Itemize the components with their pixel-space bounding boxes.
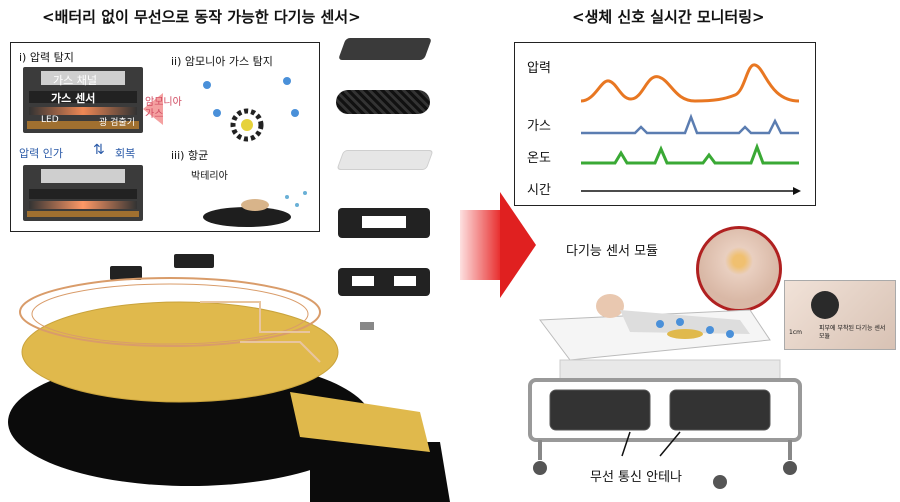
scale-bar-label: 1cm [789, 329, 802, 336]
translucent-layer [336, 150, 434, 170]
arrow-right-icon [500, 192, 536, 298]
ammonia-molecules-graphic [203, 77, 299, 142]
right-title: <생체 신호 실시간 모니터링> [572, 8, 765, 26]
skin-attached-photo: 1cm 피부에 부착된 다기능 센서 모듈 [784, 280, 896, 350]
pressure-signal-label: 압력 [527, 61, 551, 76]
gas-sensor-label: 가스 센서 [51, 92, 96, 105]
signal-monitor-panel: 압력 가스 온도 시간 [514, 42, 816, 206]
pressure-trace [580, 63, 800, 103]
led-label: LED [41, 115, 59, 125]
zoom-cone [143, 93, 163, 125]
bed-antenna-right [669, 389, 771, 431]
cavity-layer [338, 268, 430, 296]
recovery-label: 회복 [115, 147, 136, 160]
antibacterial-graphic [203, 191, 307, 227]
top-grid-layer [337, 38, 433, 60]
chip-left [110, 266, 142, 280]
photodetector-label: 광 검출기 [99, 118, 135, 128]
ammonia-section-label: ii) 암모니아 가스 탐지 [171, 55, 273, 68]
gas-trace [581, 113, 799, 135]
abdomen-zoom-circle [696, 226, 782, 312]
small-component [360, 322, 374, 330]
pressure-apply-label: 압력 인가 [19, 147, 63, 160]
pressure-cross-section-bottom [23, 165, 143, 221]
gas-channel-label: 가스 채널 [53, 74, 97, 87]
sensor-mechanism-panel: i) 압력 탐지 가스 채널 가스 센서 LED 광 검출기 압력 인가 ⇅ 회… [10, 42, 320, 232]
time-axis-label: 시간 [527, 183, 551, 198]
temperature-trace [581, 142, 799, 165]
pressure-cross-section-top: 가스 채널 가스 센서 LED 광 검출기 [23, 67, 143, 133]
module-label: 다기능 센서 모듈 [566, 244, 658, 259]
time-arrow-icon [793, 187, 801, 195]
chip-right [174, 254, 214, 268]
patient-head [596, 294, 624, 318]
frame-layer [338, 208, 430, 238]
bed-antenna-left [549, 389, 651, 431]
left-title: <배터리 없이 무선으로 동작 가능한 다기능 센서> [42, 8, 361, 26]
hospital-bed-illustration [528, 294, 802, 489]
photo-caption: 피부에 부착된 다기능 센서 모듈 [819, 325, 886, 340]
gas-sensing-layer [336, 90, 430, 114]
temperature-signal-label: 온도 [527, 151, 551, 166]
pressure-section-label: i) 압력 탐지 [19, 51, 74, 64]
sensor-module-on-skin [811, 291, 839, 319]
up-down-arrow-icon: ⇅ [93, 142, 105, 158]
bacteria-label: 박테리아 [191, 171, 228, 182]
patient-body [620, 310, 750, 334]
antenna-label: 무선 통신 안테나 [590, 470, 682, 485]
ammonia-gas-label: 암모니아 가스 [145, 97, 182, 120]
antibacterial-section-label: iii) 항균 [171, 149, 209, 162]
wireless-circuit-assembly [8, 277, 450, 502]
arrow-body [460, 210, 500, 280]
gas-signal-label: 가스 [527, 119, 551, 134]
signal-traces [580, 63, 801, 195]
